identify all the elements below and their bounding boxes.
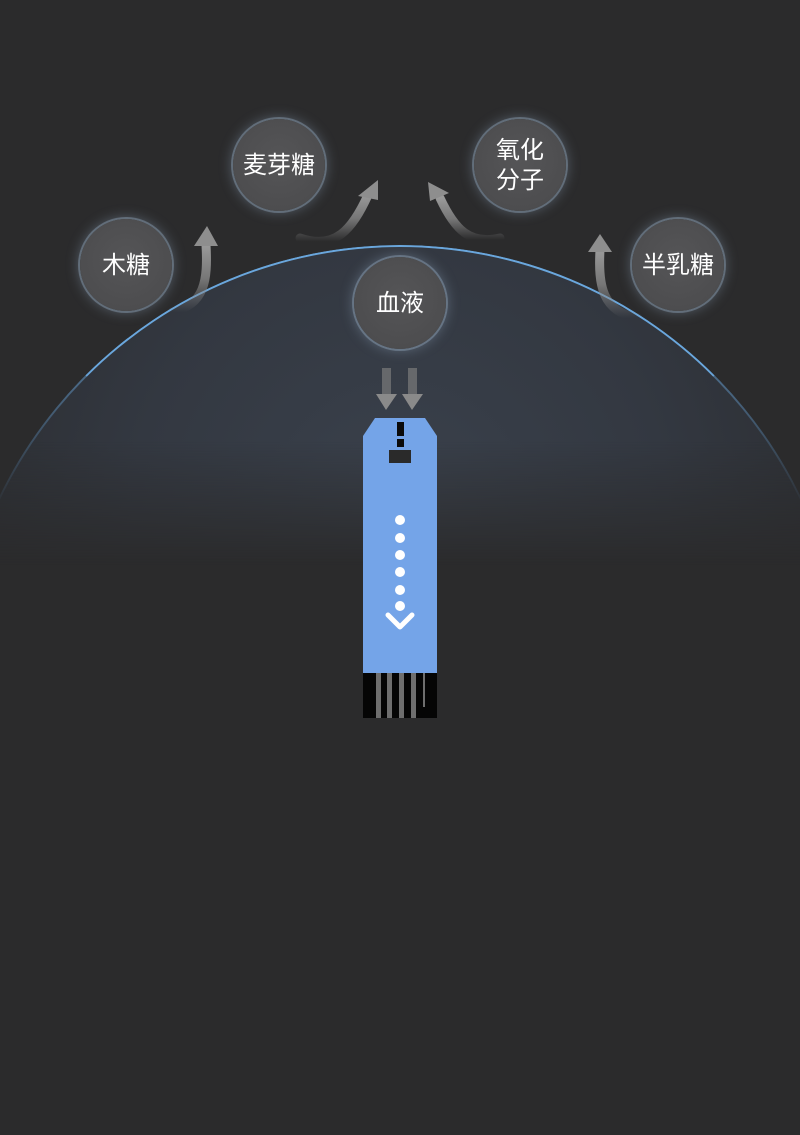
- strip-mark-middle: [397, 439, 404, 447]
- filter-dome-rim: [0, 245, 800, 1135]
- contact-line: [399, 673, 404, 718]
- blood-glucose-strip-diagram: 木糖 麦芽糖 氧化 分子 半乳糖 血液: [0, 119, 800, 1135]
- bubble-label: 半乳糖: [642, 251, 714, 279]
- bubble-maltose: 麦芽糖: [233, 119, 325, 211]
- test-strip: [363, 418, 437, 718]
- flow-dot: [395, 567, 405, 577]
- bubble-oxidizing-molecules: 氧化 分子: [474, 119, 566, 211]
- bubble-label-line-1: 氧化: [496, 136, 544, 164]
- bubble-label-line-2: 分子: [496, 166, 544, 194]
- flow-dot: [395, 601, 405, 611]
- bubble-label: 血液: [376, 289, 424, 317]
- bubble-xylose: 木糖: [80, 219, 172, 311]
- contact-line: [376, 673, 381, 718]
- contact-line: [387, 673, 392, 718]
- contact-line: [423, 673, 425, 707]
- strip-mark-top: [397, 422, 404, 436]
- chevron-down-icon: [385, 612, 415, 630]
- strip-mark-bar: [389, 450, 411, 463]
- bubble-label: 麦芽糖: [243, 151, 315, 179]
- contact-line: [411, 673, 416, 718]
- flow-dot: [395, 550, 405, 560]
- flow-dot: [395, 533, 405, 543]
- bubble-label: 木糖: [102, 251, 150, 279]
- bubble-blood: 血液: [354, 257, 446, 349]
- flow-dot: [395, 515, 405, 525]
- strip-contacts: [363, 673, 437, 718]
- curved-up-arrow-icon: [167, 180, 643, 410]
- bubble-galactose: 半乳糖: [632, 219, 724, 311]
- flow-dot: [395, 585, 405, 595]
